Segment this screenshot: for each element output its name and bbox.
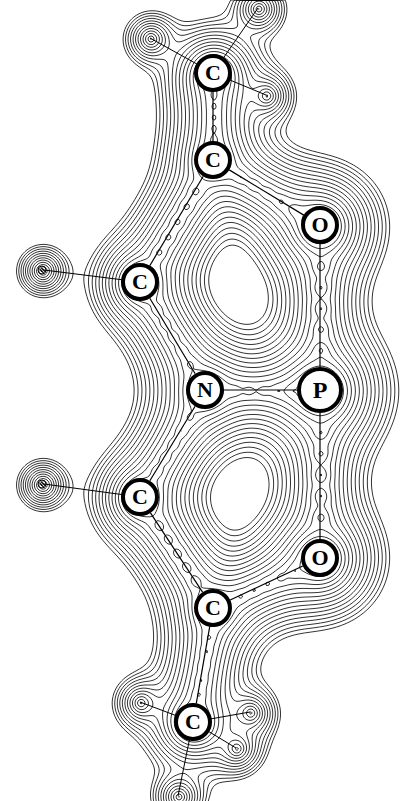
bond-line: [212, 92, 213, 141]
hydrogen-peak: [41, 483, 44, 486]
atom-symbol: C: [205, 149, 221, 171]
density-contour: [25, 0, 383, 801]
density-contour: [28, 0, 379, 801]
bond-line: [229, 170, 304, 215]
atom-circle: C: [174, 703, 212, 741]
bond-line: [150, 176, 203, 265]
hydrogen-peak: [41, 269, 44, 272]
density-contour: [125, 58, 351, 739]
density-contour: [23, 0, 387, 801]
density-contour: [41, 9, 355, 798]
atom-circle: P: [297, 367, 343, 413]
atom-circle: N: [186, 371, 224, 409]
density-contour: [34, 1, 367, 801]
density-contour: [19, 0, 395, 801]
atom-symbol: N: [197, 379, 213, 401]
bond-line: [319, 244, 320, 367]
atom-symbol: C: [132, 271, 148, 293]
atom-circle: O: [301, 539, 339, 577]
bond-line: [224, 389, 297, 390]
density-contour: [132, 64, 344, 732]
atom-circle: O: [301, 206, 339, 244]
bond-line: [230, 566, 303, 600]
density-contour: [32, 0, 371, 801]
atom-circle: C: [194, 54, 232, 92]
atom-symbol: C: [205, 62, 221, 84]
atom-circle: C: [121, 263, 159, 301]
density-contour: [128, 61, 347, 735]
density-contour: [37, 4, 364, 801]
bond-line: [150, 406, 195, 481]
atom-symbol: C: [185, 711, 201, 733]
atom-circle: C: [121, 478, 159, 516]
bond-line: [150, 298, 195, 373]
bond-line: [319, 413, 320, 539]
atom-symbol: O: [311, 214, 328, 236]
atom-symbol: O: [311, 547, 328, 569]
density-contour: [17, 0, 399, 801]
density-contour: [21, 0, 391, 801]
atom-circle: C: [194, 589, 232, 627]
bond-line: [196, 627, 209, 704]
atom-symbol: P: [313, 378, 328, 402]
density-contour: [30, 0, 375, 801]
bond-line: [150, 513, 202, 592]
atom-symbol: C: [132, 486, 148, 508]
hydrogen-peak: [38, 266, 46, 274]
density-contour: [39, 6, 360, 800]
atom-circle: C: [194, 141, 232, 179]
hydrogen-peak: [38, 480, 46, 488]
atom-symbol: C: [205, 597, 221, 619]
